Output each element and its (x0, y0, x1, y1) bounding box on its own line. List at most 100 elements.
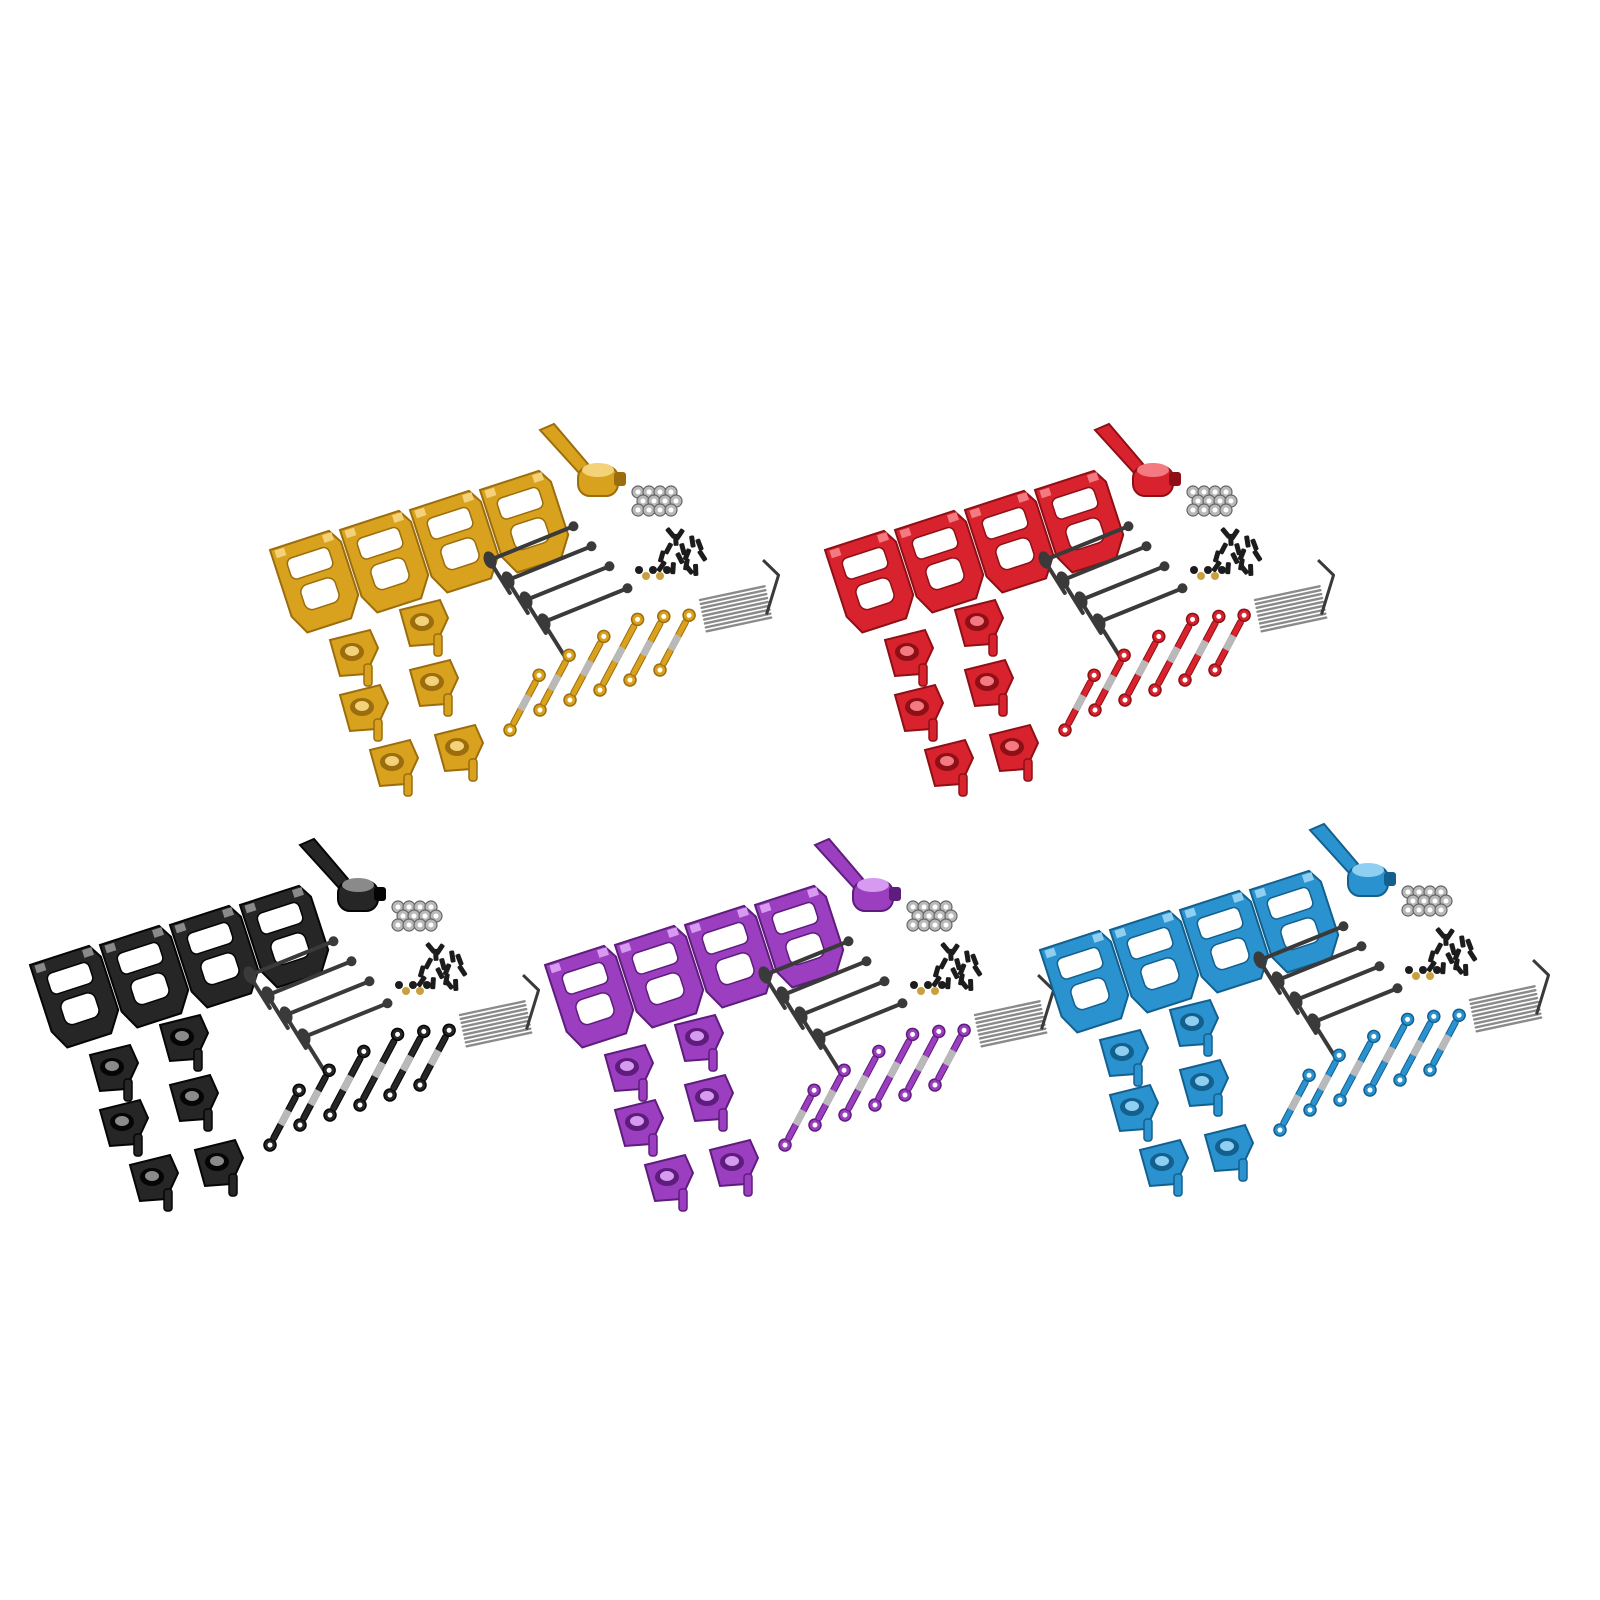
suspension-arm (168, 904, 260, 1009)
steering-knuckle (128, 1153, 180, 1212)
turnbuckle-link (928, 1023, 971, 1092)
servo-saver (813, 837, 901, 912)
hinge-pin-set (1253, 558, 1336, 633)
screw-pile (910, 942, 983, 995)
steering-knuckle (923, 738, 975, 797)
turnbuckle-link (838, 1044, 886, 1122)
steering-knuckle (963, 658, 1015, 717)
screw-pile (1405, 927, 1478, 980)
turnbuckle-link (593, 612, 645, 697)
turnbuckle-link (1148, 612, 1200, 697)
turnbuckle-link (563, 629, 611, 707)
turnbuckle-link (1208, 608, 1251, 677)
turnbuckle-link (413, 1023, 456, 1092)
drive-shaft (537, 583, 633, 657)
turnbuckle-link (1333, 1029, 1381, 1107)
kit-black (20, 815, 580, 1215)
steering-knuckle (883, 628, 935, 687)
turnbuckle-link (1363, 1012, 1415, 1097)
screw-pile (395, 942, 468, 995)
steering-knuckle (368, 738, 420, 797)
hinge-pin-set (1468, 958, 1551, 1033)
hex-wrench (762, 558, 781, 615)
steering-knuckle (398, 598, 450, 657)
steering-knuckle (683, 1073, 735, 1132)
steering-knuckle (953, 598, 1005, 657)
turnbuckle-link (1118, 629, 1166, 707)
turnbuckle-link (323, 1044, 371, 1122)
servo-saver (1308, 822, 1396, 897)
suspension-arm (823, 529, 915, 634)
steering-knuckle (603, 1043, 655, 1102)
turnbuckle-link (623, 609, 671, 687)
drive-shaft (243, 936, 339, 1010)
suspension-arm (613, 924, 705, 1029)
suspension-arm (1033, 469, 1125, 574)
bearing-set (906, 900, 958, 932)
drive-shaft (1307, 983, 1403, 1057)
suspension-arm (543, 944, 635, 1049)
drive-shaft (812, 998, 908, 1072)
steering-knuckle (1138, 1138, 1190, 1197)
steering-knuckle (613, 1098, 665, 1157)
drive-shaft (1038, 521, 1134, 595)
suspension-arm (963, 489, 1055, 594)
hinge-pin-set (973, 973, 1056, 1048)
kit-illustration (28, 837, 541, 1212)
steering-knuckle (158, 1013, 210, 1072)
turnbuckle-link (653, 608, 696, 677)
steering-knuckle (643, 1153, 695, 1212)
suspension-arm (683, 904, 775, 1009)
steering-knuckle (338, 683, 390, 742)
steering-knuckle (408, 658, 460, 717)
kit-illustration (268, 422, 781, 797)
turnbuckle-link (293, 1063, 336, 1132)
suspension-arm (1248, 869, 1340, 974)
drive-shaft (1056, 541, 1152, 615)
servo-saver (298, 837, 386, 912)
turnbuckle-link (1058, 668, 1101, 737)
bearing-set (631, 485, 683, 517)
turnbuckle-link (1303, 1048, 1346, 1117)
steering-knuckle (88, 1043, 140, 1102)
kit-illustration (543, 837, 1056, 1212)
steering-knuckle (328, 628, 380, 687)
kit-illustration (1038, 822, 1551, 1197)
drive-shaft (794, 976, 890, 1050)
kit-gold (260, 400, 820, 800)
steering-knuckle (168, 1073, 220, 1132)
drive-shaft (1092, 583, 1188, 657)
turnbuckle-link (1393, 1009, 1441, 1087)
turnbuckle-link (1273, 1068, 1316, 1137)
turnbuckle-link (1423, 1008, 1466, 1077)
bearing-set (1186, 485, 1238, 517)
suspension-arm (1038, 929, 1130, 1034)
steering-knuckle (1178, 1058, 1230, 1117)
steering-knuckle (708, 1138, 760, 1197)
drive-shaft (1253, 921, 1349, 995)
suspension-arm (893, 509, 985, 614)
steering-knuckle (1108, 1083, 1160, 1142)
suspension-arm (1178, 889, 1270, 994)
turnbuckle-link (533, 648, 576, 717)
turnbuckle-link (263, 1083, 306, 1152)
turnbuckle-link (353, 1027, 405, 1112)
suspension-arm (268, 529, 360, 634)
steering-knuckle (1168, 998, 1220, 1057)
drive-shaft (1271, 941, 1367, 1015)
suspension-arm (753, 884, 845, 989)
drive-shaft (501, 541, 597, 615)
bearing-set (391, 900, 443, 932)
hex-wrench (522, 973, 541, 1030)
kit-red (815, 400, 1375, 800)
hinge-pin-set (458, 973, 541, 1048)
suspension-arm (1108, 909, 1200, 1014)
screw-pile (1190, 527, 1263, 580)
suspension-arm (98, 924, 190, 1029)
drive-shaft (758, 936, 854, 1010)
turnbuckle-link (778, 1083, 821, 1152)
turnbuckle-link (868, 1027, 920, 1112)
steering-knuckle (988, 723, 1040, 782)
hex-wrench (1317, 558, 1336, 615)
drive-shaft (261, 956, 357, 1030)
